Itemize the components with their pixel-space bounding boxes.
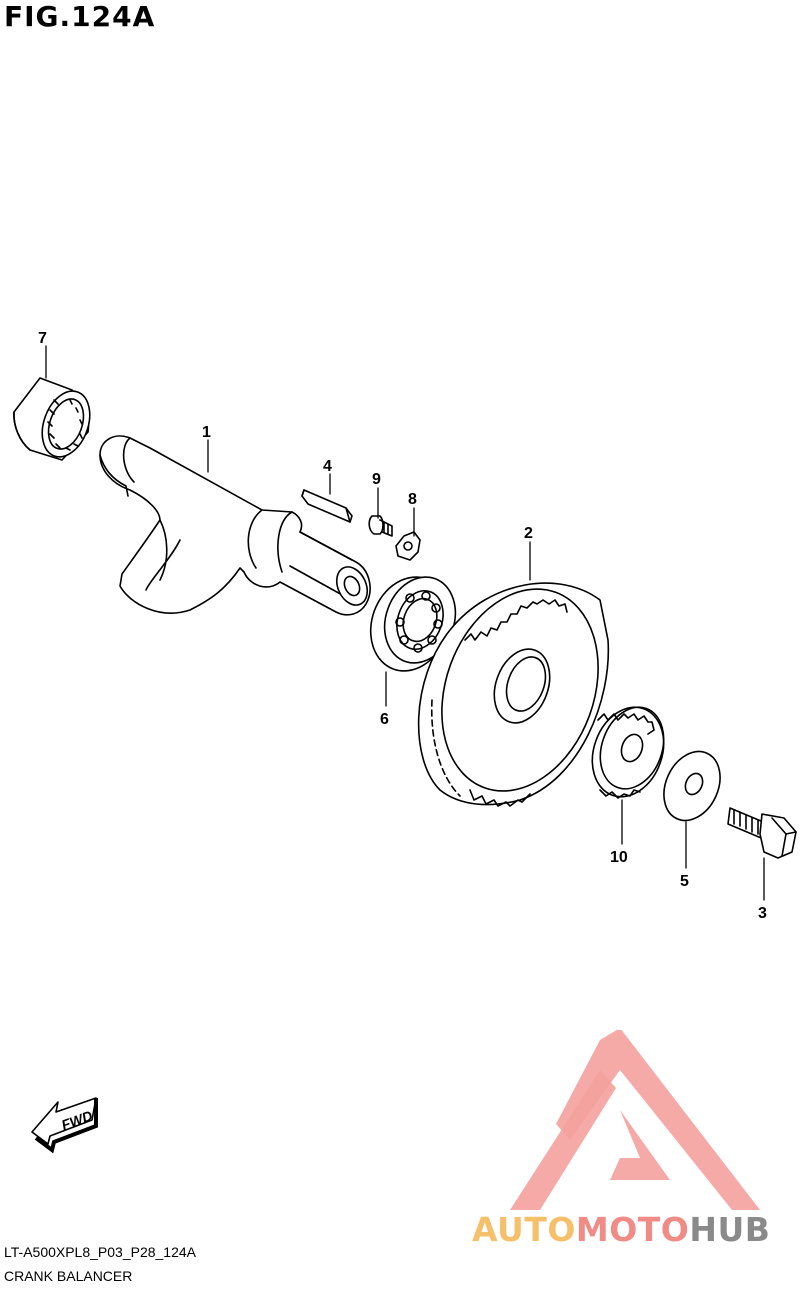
callout-10: 10 [610, 849, 628, 866]
figure-title: FIG.124A [4, 0, 156, 33]
watermark-moto: MOTO [575, 1210, 690, 1249]
callout-7: 7 [38, 330, 47, 347]
balancer-shaft-part-1 [99, 435, 371, 616]
watermark-auto: AUTO [472, 1210, 576, 1249]
diagram-name: CRANK BALANCER [4, 1268, 133, 1284]
washer-part-5 [663, 750, 721, 822]
ball-bearing-part-6 [369, 576, 457, 672]
key-part-4 [301, 489, 353, 523]
watermark-text: AUTOMOTOHUB [472, 1210, 770, 1249]
callout-6: 6 [380, 711, 389, 728]
watermark-hub: HUB [689, 1210, 771, 1249]
callout-4: 4 [323, 458, 332, 475]
small-gear-part-10 [591, 706, 665, 799]
bolt-part-3 [727, 807, 797, 859]
callout-5: 5 [680, 873, 689, 890]
callout-2: 2 [524, 525, 533, 542]
fwd-arrow-icon: FWD [31, 1097, 98, 1154]
callout-1: 1 [202, 424, 211, 441]
automotohub-logo [510, 1030, 760, 1210]
callout-3: 3 [758, 905, 767, 922]
tab-washer-part-8 [395, 531, 421, 561]
callout-8: 8 [408, 491, 417, 508]
needle-bearing-part-7 [13, 377, 91, 461]
balancer-gear-part-2 [417, 582, 610, 807]
callout-9: 9 [372, 471, 381, 488]
screw-part-9 [368, 515, 393, 537]
leader-lines [45, 345, 765, 901]
diagram-code: LT-A500XPL8_P03_P28_124A [4, 1244, 197, 1260]
